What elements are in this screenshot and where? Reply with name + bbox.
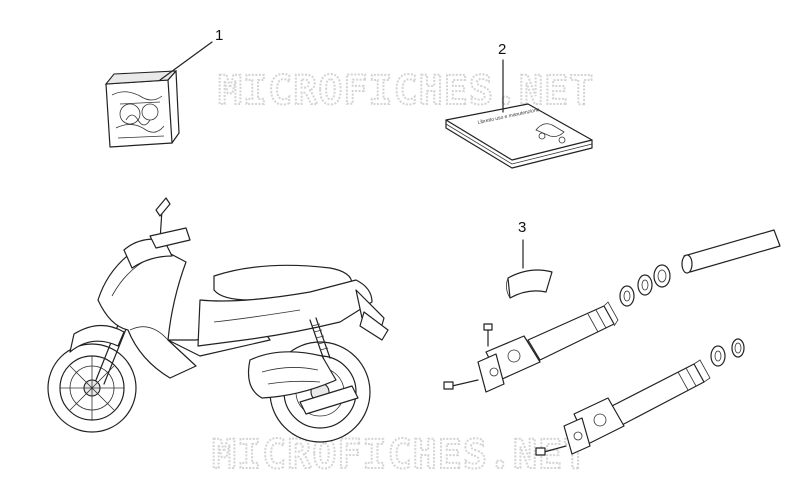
- scooter-icon[interactable]: [47, 197, 389, 443]
- watermark-bottom: MICROFICHES.NET: [212, 432, 588, 478]
- watermark-top: MICROFICHES.NET: [218, 68, 594, 114]
- decal-kit-bag-icon[interactable]: [104, 70, 180, 148]
- callout-1: 1: [215, 27, 223, 44]
- leader-line-1: [159, 41, 213, 81]
- callout-2: 2: [498, 41, 506, 58]
- fork-leg-lower[interactable]: [535, 338, 745, 456]
- owner-manual-icon[interactable]: Libretto uso e manutenzione: [445, 103, 593, 169]
- fork-leg-upper[interactable]: [443, 229, 781, 393]
- callout-3: 3: [518, 219, 526, 236]
- grease-tube-icon[interactable]: [506, 269, 553, 299]
